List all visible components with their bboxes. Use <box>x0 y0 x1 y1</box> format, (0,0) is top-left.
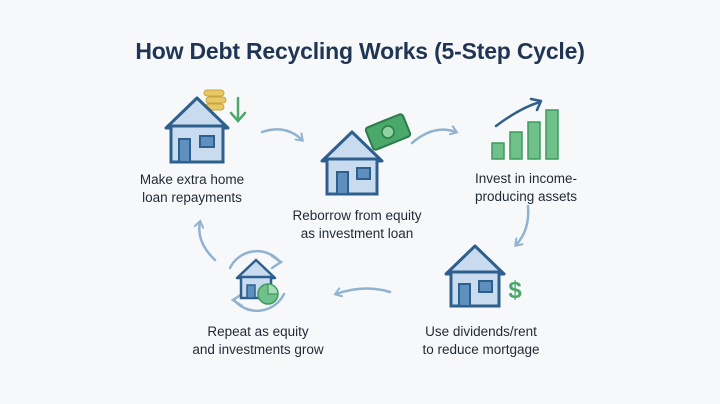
house-with-dollar-icon: $ <box>444 244 522 308</box>
arrow-step5-to-step1 <box>199 222 217 262</box>
pie-chart-icon <box>257 283 279 305</box>
step-4-label: Use dividends/rent to reduce mortgage <box>422 324 540 357</box>
house-with-cash-icon <box>320 113 412 196</box>
step-2-label: Reborrow from equity as investment loan <box>292 208 422 241</box>
arrow-step2-to-step3 <box>410 130 456 145</box>
house-icon <box>444 244 506 308</box>
arrow-step4-to-step5 <box>336 287 392 294</box>
cash-icon <box>364 113 412 151</box>
down-arrow-icon <box>229 96 247 123</box>
house-cycle-icon <box>228 249 286 313</box>
step-3-label: Invest in income- producing assets <box>474 171 578 204</box>
diagram-title: How Debt Recycling Works (5-Step Cycle) <box>135 38 585 64</box>
arrow-step1-to-step2 <box>260 128 302 140</box>
house-with-coins-icon <box>164 89 247 164</box>
house-icon <box>320 130 384 196</box>
step-1-label: Make extra home loan repayments <box>139 172 245 205</box>
dollar-sign-icon: $ <box>508 277 522 304</box>
cycle-arrows <box>199 128 530 294</box>
house-icon <box>164 96 230 164</box>
step-5-label: Repeat as equity and investments grow <box>192 324 324 357</box>
growth-chart-icon <box>491 97 559 160</box>
arrow-step3-to-step4 <box>516 204 530 245</box>
